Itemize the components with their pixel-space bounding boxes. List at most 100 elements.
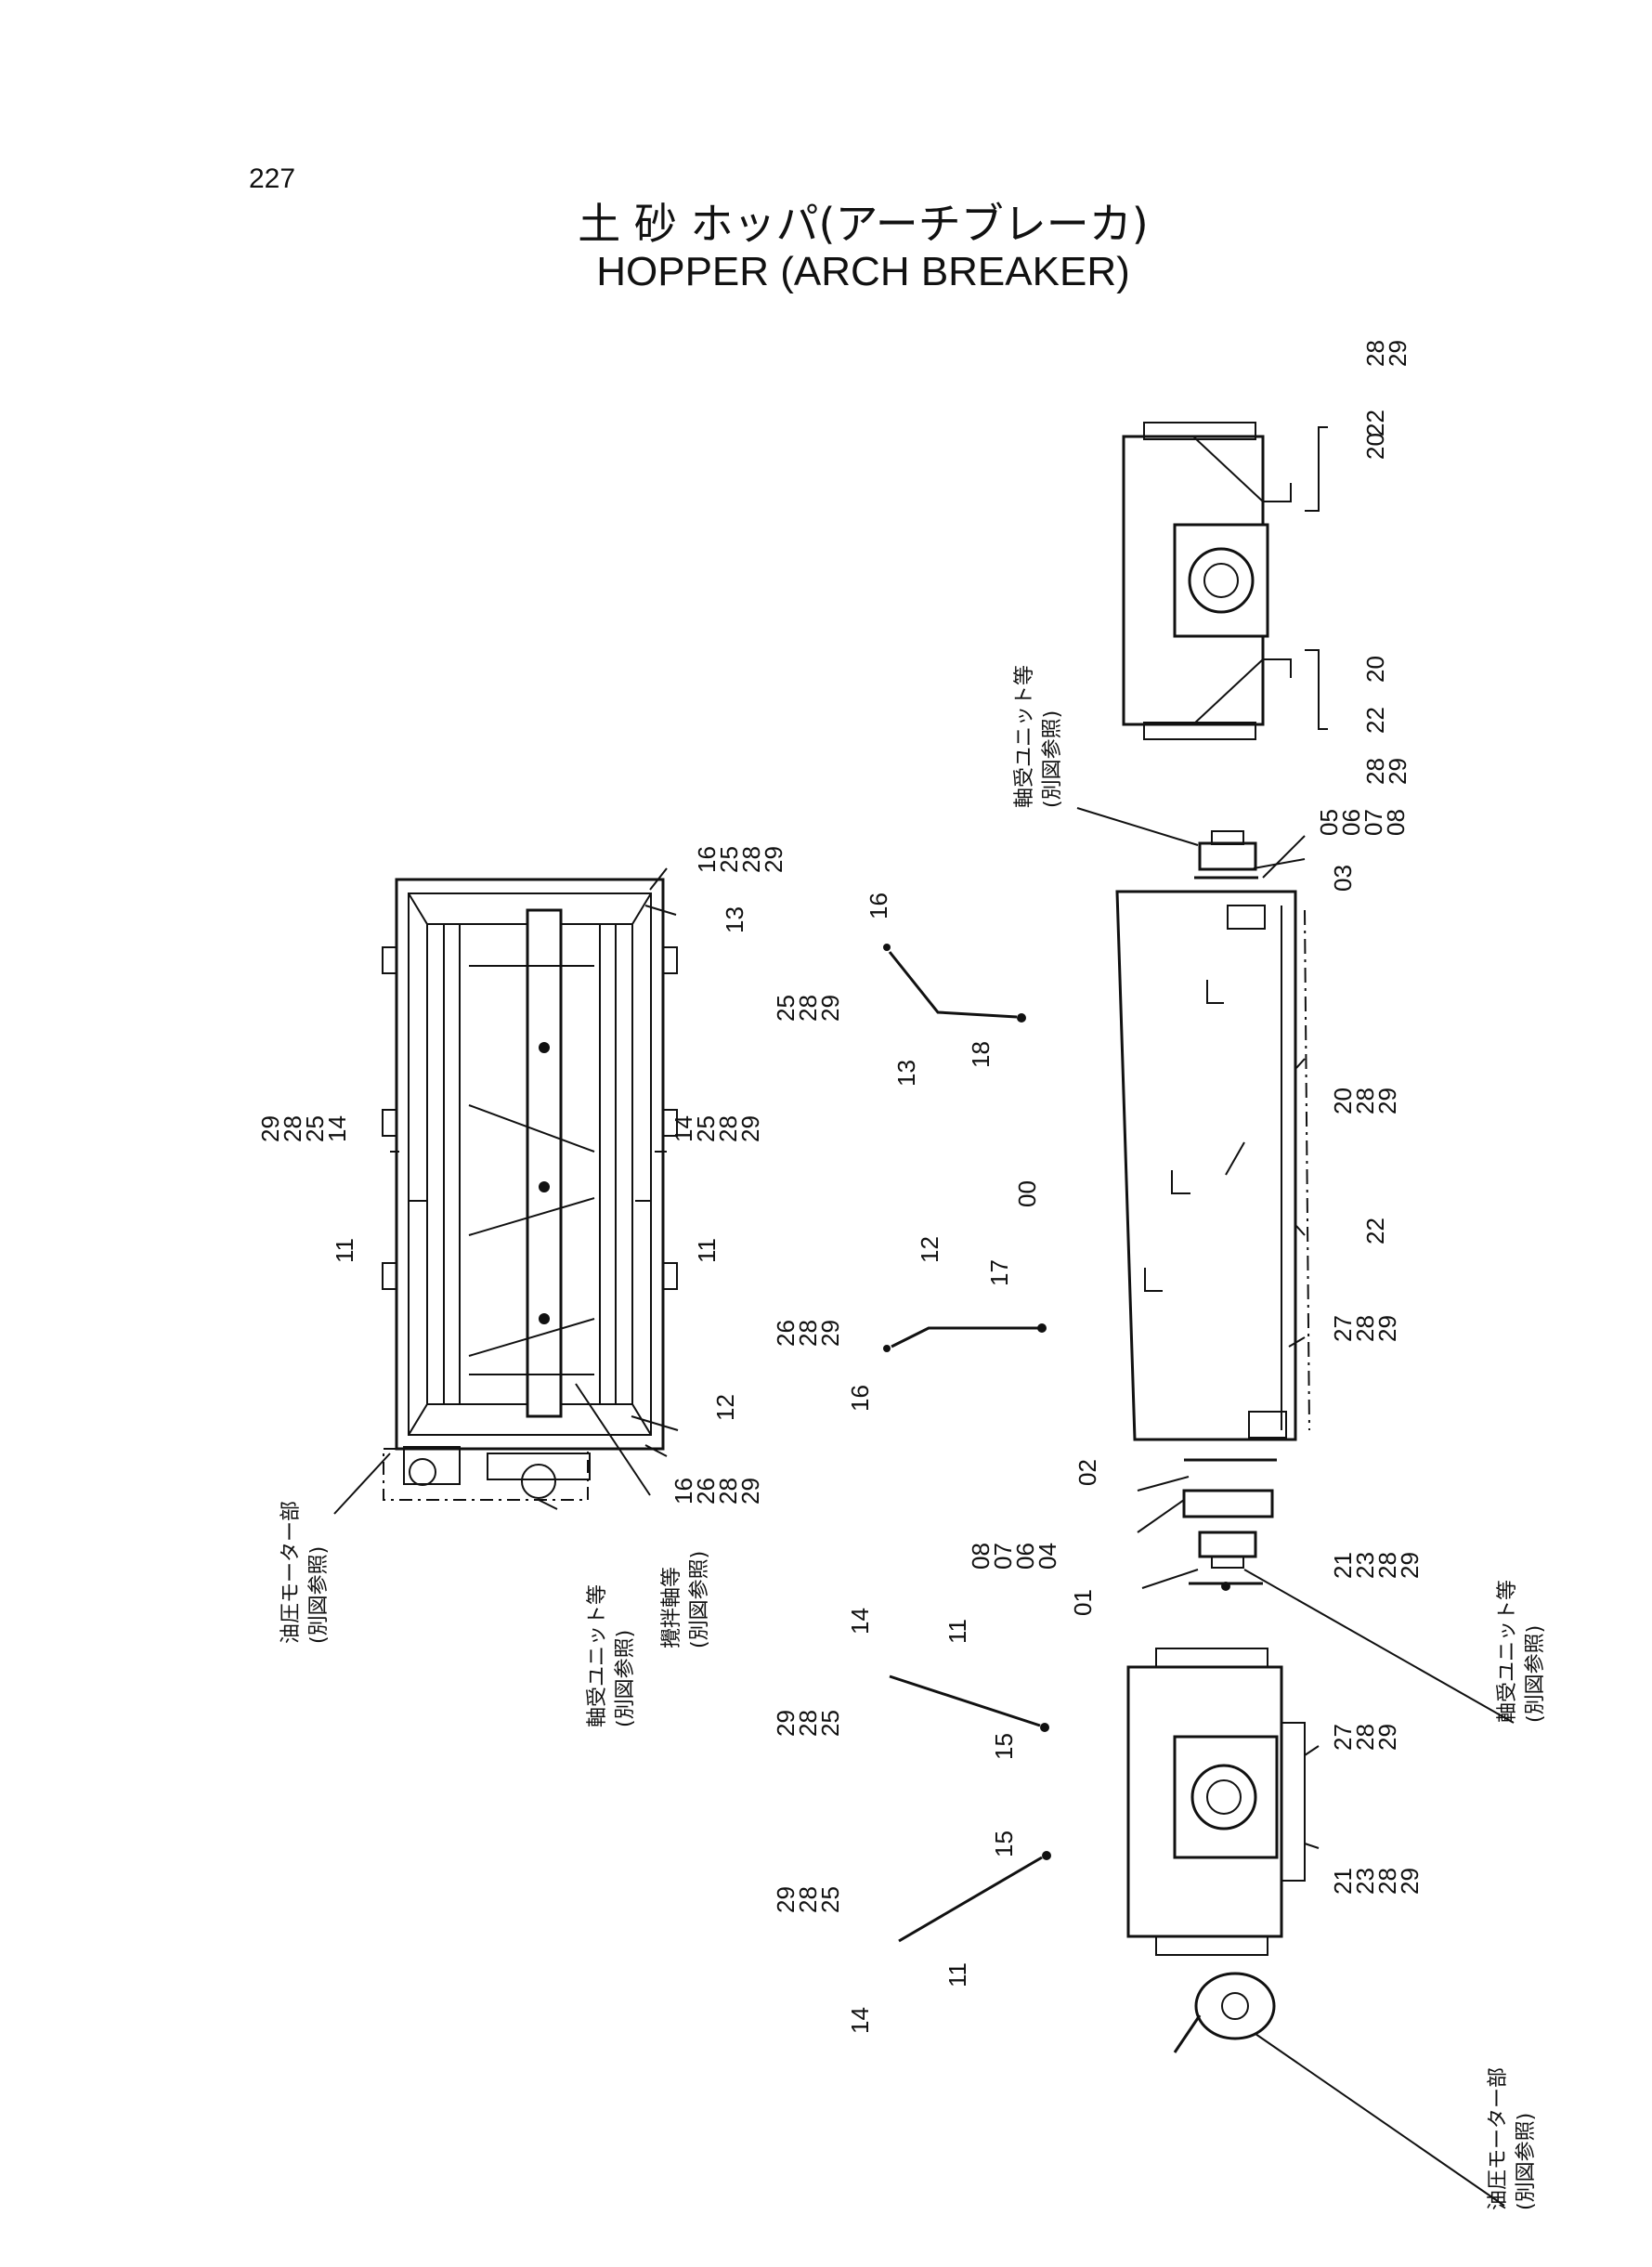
callout-end-view-bottom-b: 22 [1361,707,1389,734]
part-number-label: 07 [1359,809,1387,836]
part-number-label: 14 [323,1115,351,1142]
part-number-label: 28 [1361,340,1389,367]
callout-body-02: 02 [1073,1459,1101,1486]
part-callouts: 2928251411142528291116252829131216262829… [256,340,1424,2034]
part-number-label: 22 [1361,707,1389,734]
callout-bar1-15: 15 [990,1733,1018,1760]
part-number-label: 29 [1373,1724,1401,1751]
note-agitator-shaft: 攪拌軸等 (別図参照) [660,1551,711,1648]
part-number-label: 20 [1361,656,1389,683]
part-number-label: 13 [721,906,748,933]
note-line-1: 油圧モーター部 [1487,2067,1510,2210]
part-number-label: 29 [1384,758,1411,785]
part-number-label: 11 [943,1619,971,1644]
part-number-label: 29 [736,1115,764,1142]
part-number-label: 16 [670,1478,697,1505]
part-number-label: 25 [816,1886,844,1913]
part-number-label: 28 [279,1115,306,1142]
note-line-1: 軸受ユニット等 [1013,665,1036,808]
part-number-label: 20 [1329,1088,1357,1114]
callout-arm-upper-13: 13 [892,1060,920,1087]
callout-top-view-13: 13 [721,906,748,933]
part-number-label: 29 [1373,1088,1401,1114]
part-number-label: 28 [737,846,765,873]
part-number-label: 14 [846,2007,874,2034]
callout-body-03: 03 [1329,865,1357,892]
agitator-arms [883,944,1051,1943]
part-number-label: 16 [693,846,721,873]
part-number-label: 11 [943,1962,971,1987]
part-number-label: 29 [1373,1315,1401,1342]
callout-arm-lower-16: 16 [846,1385,874,1412]
part-number-label: 28 [714,1478,742,1505]
part-number-label: 29 [1384,340,1411,367]
title-english: HOPPER (ARCH BREAKER) [596,249,1130,294]
callout-bar2-15: 15 [990,1831,1018,1857]
part-number-label: 28 [1373,1552,1401,1579]
part-number-label: 28 [1361,758,1389,785]
end-view-lower [1126,1648,1306,2053]
part-number-label: 04 [1034,1543,1061,1570]
part-number-label: 13 [892,1060,920,1087]
part-number-label: 03 [1329,865,1357,892]
part-number-label: 16 [865,892,892,919]
note-line-2: (別図参照) [688,1551,711,1648]
note-line-2: (別図参照) [1041,710,1064,808]
part-number-label: 28 [794,995,822,1022]
part-number-label: 25 [715,846,743,873]
part-number-label: 22 [1361,1218,1389,1244]
callout-top-view-12: 12 [711,1394,739,1421]
part-number-label: 25 [692,1115,720,1142]
part-number-label: 02 [1073,1459,1101,1486]
part-number-label: 28 [1351,1315,1379,1342]
part-number-label: 28 [714,1115,742,1142]
part-number-label: 14 [846,1608,874,1635]
callout-bar2-11: 11 [943,1962,971,1987]
part-number-label: 28 [1351,1724,1379,1751]
part-number-label: 28 [1351,1088,1379,1114]
note-line-1: 油圧モーター部 [280,1501,303,1644]
callout-arm-lower-17: 17 [985,1259,1013,1286]
hopper-side-view [1115,830,1310,1591]
part-number-label: 11 [693,1238,721,1263]
part-number-label: 15 [990,1831,1018,1857]
part-number-label: 29 [816,995,844,1022]
callout-arm-upper-18: 18 [967,1041,995,1068]
part-number-label: 17 [985,1259,1013,1286]
part-number-label: 00 [1013,1180,1041,1207]
callout-bar1-14: 14 [846,1608,874,1635]
part-number-label: 06 [1011,1543,1039,1570]
part-number-label: 15 [990,1733,1018,1760]
part-number-label: 01 [1069,1589,1097,1616]
part-number-label: 06 [1337,809,1365,836]
page-number: 227 [249,163,296,194]
note-line-1: 軸受ユニット等 [1496,1580,1519,1723]
note-line-1: 攪拌軸等 [660,1567,683,1648]
callout-body-01: 01 [1069,1589,1097,1616]
part-number-label: 28 [794,1710,822,1737]
note-line-2: (別図参照) [307,1546,331,1644]
part-number-label: 26 [692,1478,720,1505]
part-number-label: 29 [256,1115,284,1142]
part-number-label: 23 [1351,1552,1379,1579]
callout-end-view-top-c: 20 [1361,433,1389,460]
leader-lines [333,807,1515,2207]
callout-top-view-left-b: 11 [331,1238,358,1263]
part-number-label: 12 [916,1236,943,1263]
part-number-label: 28 [1373,1868,1401,1895]
note-bearing-unit-top: 軸受ユニット等 (別図参照) [586,1584,637,1727]
part-number-label: 05 [1315,809,1343,836]
